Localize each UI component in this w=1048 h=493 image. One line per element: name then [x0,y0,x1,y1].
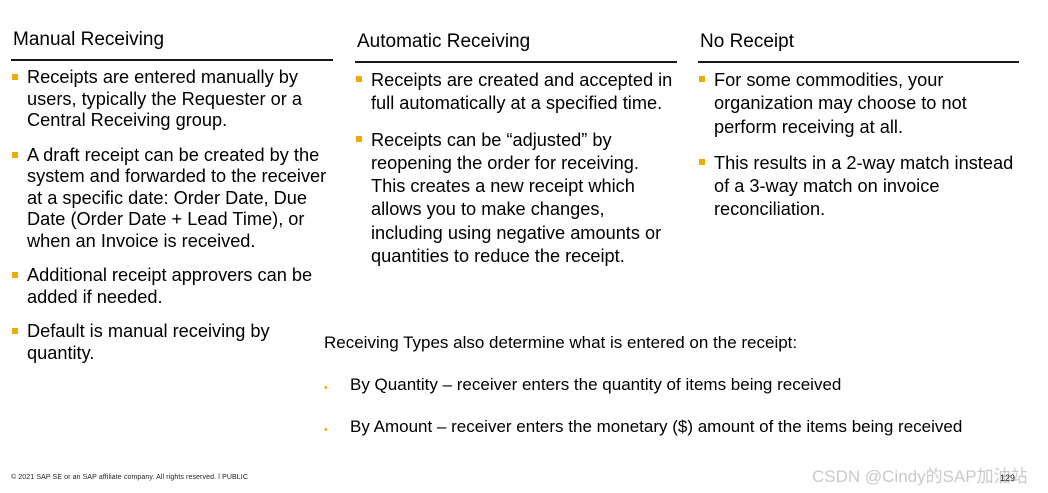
bullet-item: A draft receipt can be created by the sy… [11,145,333,253]
column-divider [698,61,1019,63]
bullet-square-icon [356,135,362,142]
receiving-type-text: By Amount – receiver enters the monetary… [350,417,963,436]
bullet-square-icon [356,76,362,82]
bullet-dot-icon: • [324,382,328,394]
page-number: 129 [1000,473,1016,483]
bullet-text: Default is manual receiving by quantity. [27,321,270,363]
bullet-square-icon [12,272,18,278]
bullet-text: This results in a 2-way match instead of… [714,152,1014,220]
bullet-item: This results in a 2-way match instead of… [698,152,1019,222]
bullet-item: Receipts are created and accepted in ful… [355,69,677,116]
bullet-text: A draft receipt can be created by the sy… [27,144,327,251]
column-title: No Receipt [700,31,794,52]
bullet-square-icon [12,151,18,158]
bullet-square-icon [699,158,705,165]
receiving-type-text: By Quantity – receiver enters the quanti… [350,375,842,394]
column-title: Manual Receiving [13,29,165,50]
bullet-list: Receipts are entered manually by users, … [11,67,333,364]
bullet-square-icon [12,328,18,334]
bullet-dot-icon: • [324,424,328,436]
bullet-text: Receipts are entered manually by users, … [27,67,302,130]
watermark: CSDN @Cindy的SAP加油站 [812,467,1028,486]
bullet-item: For some commodities, your organization … [698,69,1019,139]
column-divider [355,61,677,63]
column-manual-receiving: Manual Receiving Receipts are entered ma… [11,29,333,377]
bullet-item: Default is manual receiving by quantity. [11,321,333,364]
receiving-types-section: Receiving Types also determine what is e… [324,332,1034,438]
receiving-types-intro: Receiving Types also determine what is e… [324,333,798,352]
bullet-list: For some commodities, your organization … [698,69,1019,222]
column-no-receipt: No Receipt For some commodities, your or… [698,31,1019,235]
bullet-text: Receipts are created and accepted in ful… [371,70,673,114]
bullet-item: Receipts are entered manually by users, … [11,67,333,132]
bullet-square-icon [699,76,705,82]
bullet-text: For some commodities, your organization … [714,70,967,137]
receiving-type-item: • By Quantity – receiver enters the quant… [324,374,1034,396]
receiving-types-list: • By Quantity – receiver enters the quant… [324,374,1034,438]
bullet-item: Receipts can be “adjusted” by reopening … [355,129,677,269]
copyright-footer: © 2021 SAP SE or an SAP affiliate compan… [11,474,248,481]
bullet-square-icon [12,74,18,80]
bullet-list: Receipts are created and accepted in ful… [355,69,677,268]
bullet-text: Receipts can be “adjusted” by reopening … [371,129,662,267]
column-title: Automatic Receiving [357,31,531,52]
bullet-item: Additional receipt approvers can be adde… [11,265,333,308]
column-automatic-receiving: Automatic Receiving Receipts are created… [355,31,677,281]
bullet-text: Additional receipt approvers can be adde… [27,265,313,307]
receiving-type-item: • By Amount – receiver enters the monetar… [324,416,1034,438]
column-divider [11,59,333,61]
